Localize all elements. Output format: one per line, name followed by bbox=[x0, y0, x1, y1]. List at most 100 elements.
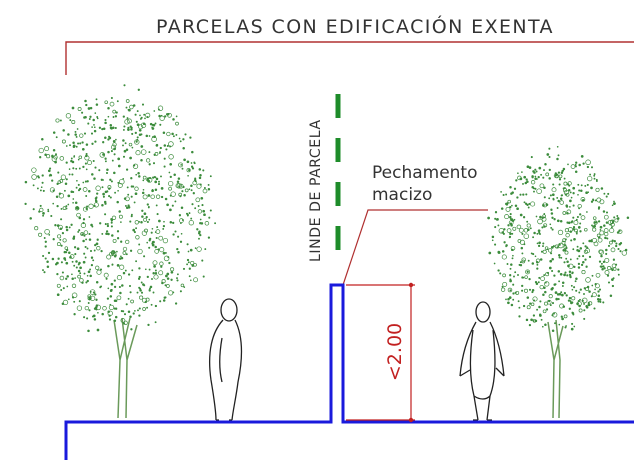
foliage-dot bbox=[145, 297, 150, 302]
foliage-dot bbox=[551, 193, 555, 197]
foliage-dot bbox=[580, 215, 586, 220]
foliage-dot bbox=[567, 221, 571, 225]
foliage-dot bbox=[126, 118, 132, 124]
foliage-dot bbox=[584, 227, 588, 232]
foliage-dot bbox=[523, 175, 527, 179]
foliage-dot bbox=[124, 269, 127, 272]
foliage-dot bbox=[130, 195, 133, 198]
foliage-dot bbox=[113, 285, 117, 289]
foliage-dot bbox=[558, 174, 563, 179]
foliage-dot bbox=[606, 274, 610, 277]
foliage-dot bbox=[191, 167, 195, 170]
ground-and-wall bbox=[64, 283, 634, 460]
foliage-dot bbox=[552, 183, 555, 186]
foliage-dot bbox=[155, 236, 158, 240]
foliage-dot bbox=[152, 260, 158, 266]
foliage-dot bbox=[599, 265, 602, 268]
foliage-dot bbox=[78, 155, 83, 160]
foliage-dot bbox=[585, 159, 591, 166]
foliage-dot bbox=[603, 214, 609, 220]
foliage-dot bbox=[71, 283, 77, 288]
foliage-dot bbox=[120, 255, 122, 258]
foliage-dot bbox=[176, 183, 182, 189]
foliage-dot bbox=[573, 325, 576, 328]
foliage-dot bbox=[558, 178, 562, 181]
foliage-dot bbox=[178, 214, 182, 217]
foliage-dot bbox=[164, 197, 168, 201]
foliage-dot bbox=[84, 256, 87, 259]
foliage-dot bbox=[148, 246, 151, 249]
foliage-dot bbox=[539, 284, 544, 290]
foliage-dot bbox=[105, 232, 108, 236]
foliage-dot bbox=[92, 259, 95, 262]
foliage-dot bbox=[154, 245, 157, 249]
foliage-dot bbox=[84, 162, 87, 165]
foliage-dot bbox=[59, 119, 62, 122]
foliage-dot bbox=[539, 300, 542, 303]
foliage-dot bbox=[129, 291, 132, 294]
foliage-dot bbox=[528, 323, 532, 327]
foliage-dot bbox=[595, 272, 601, 278]
foliage-dot bbox=[180, 232, 183, 235]
foliage-dot bbox=[578, 291, 581, 294]
foliage-dot bbox=[44, 245, 47, 248]
foliage-dot bbox=[186, 160, 190, 164]
foliage-dot bbox=[159, 152, 161, 154]
foliage-dot bbox=[572, 216, 575, 219]
foliage-dot bbox=[47, 251, 51, 255]
wall-label-line1: Pechamento bbox=[372, 163, 478, 183]
foliage-dot bbox=[593, 225, 596, 228]
foliage-dot bbox=[557, 154, 560, 157]
foliage-dot bbox=[80, 222, 87, 228]
foliage-dot bbox=[134, 131, 137, 135]
foliage-dot bbox=[591, 274, 594, 277]
foliage-dot bbox=[111, 144, 117, 150]
foliage-dot bbox=[118, 257, 122, 260]
foliage-dot bbox=[521, 252, 524, 255]
foliage-dot bbox=[49, 167, 52, 170]
foliage-dot bbox=[136, 110, 139, 113]
foliage-dot bbox=[574, 280, 577, 283]
foliage-dot bbox=[125, 106, 128, 109]
foliage-dot bbox=[182, 267, 186, 270]
foliage-dot bbox=[543, 186, 546, 190]
foliage-dot bbox=[138, 128, 142, 132]
foliage-dot bbox=[530, 302, 535, 307]
foliage-dot bbox=[194, 247, 197, 249]
foliage-dot bbox=[544, 323, 547, 326]
foliage-dot bbox=[109, 196, 112, 199]
height-dimension bbox=[346, 284, 415, 421]
foliage-dot bbox=[121, 284, 124, 287]
foliage-dot bbox=[53, 155, 58, 160]
foliage-dot bbox=[188, 275, 191, 278]
foliage-dot bbox=[172, 233, 175, 236]
foliage-dot bbox=[137, 309, 139, 312]
foliage-dot bbox=[546, 153, 550, 156]
foliage-dot bbox=[538, 276, 541, 279]
foliage-dot bbox=[597, 220, 601, 223]
foliage-dot bbox=[101, 186, 104, 189]
foliage-dot bbox=[595, 187, 600, 192]
foliage-dot bbox=[552, 198, 555, 201]
foliage-dot bbox=[518, 263, 521, 266]
foliage-dot bbox=[127, 108, 130, 111]
foliage-dot bbox=[538, 305, 541, 309]
foliage-dot bbox=[107, 264, 110, 268]
foliage-dot bbox=[554, 322, 556, 325]
foliage-dot bbox=[598, 249, 603, 254]
foliage-dot bbox=[77, 263, 80, 266]
foliage-dot bbox=[521, 289, 524, 292]
foliage-dot bbox=[178, 137, 181, 140]
foliage-dot bbox=[540, 173, 543, 176]
foliage-dot bbox=[549, 259, 553, 263]
foliage-dot bbox=[100, 249, 103, 253]
foliage-dot bbox=[598, 249, 605, 255]
foliage-dot bbox=[563, 177, 566, 180]
foliage-dot bbox=[131, 146, 134, 149]
foliage-dot bbox=[73, 264, 76, 267]
foliage-dot bbox=[62, 129, 65, 132]
foliage-dot bbox=[208, 216, 211, 219]
foliage-dot bbox=[607, 192, 610, 195]
foliage-dot bbox=[132, 312, 135, 315]
wall-label-leader bbox=[342, 209, 488, 286]
